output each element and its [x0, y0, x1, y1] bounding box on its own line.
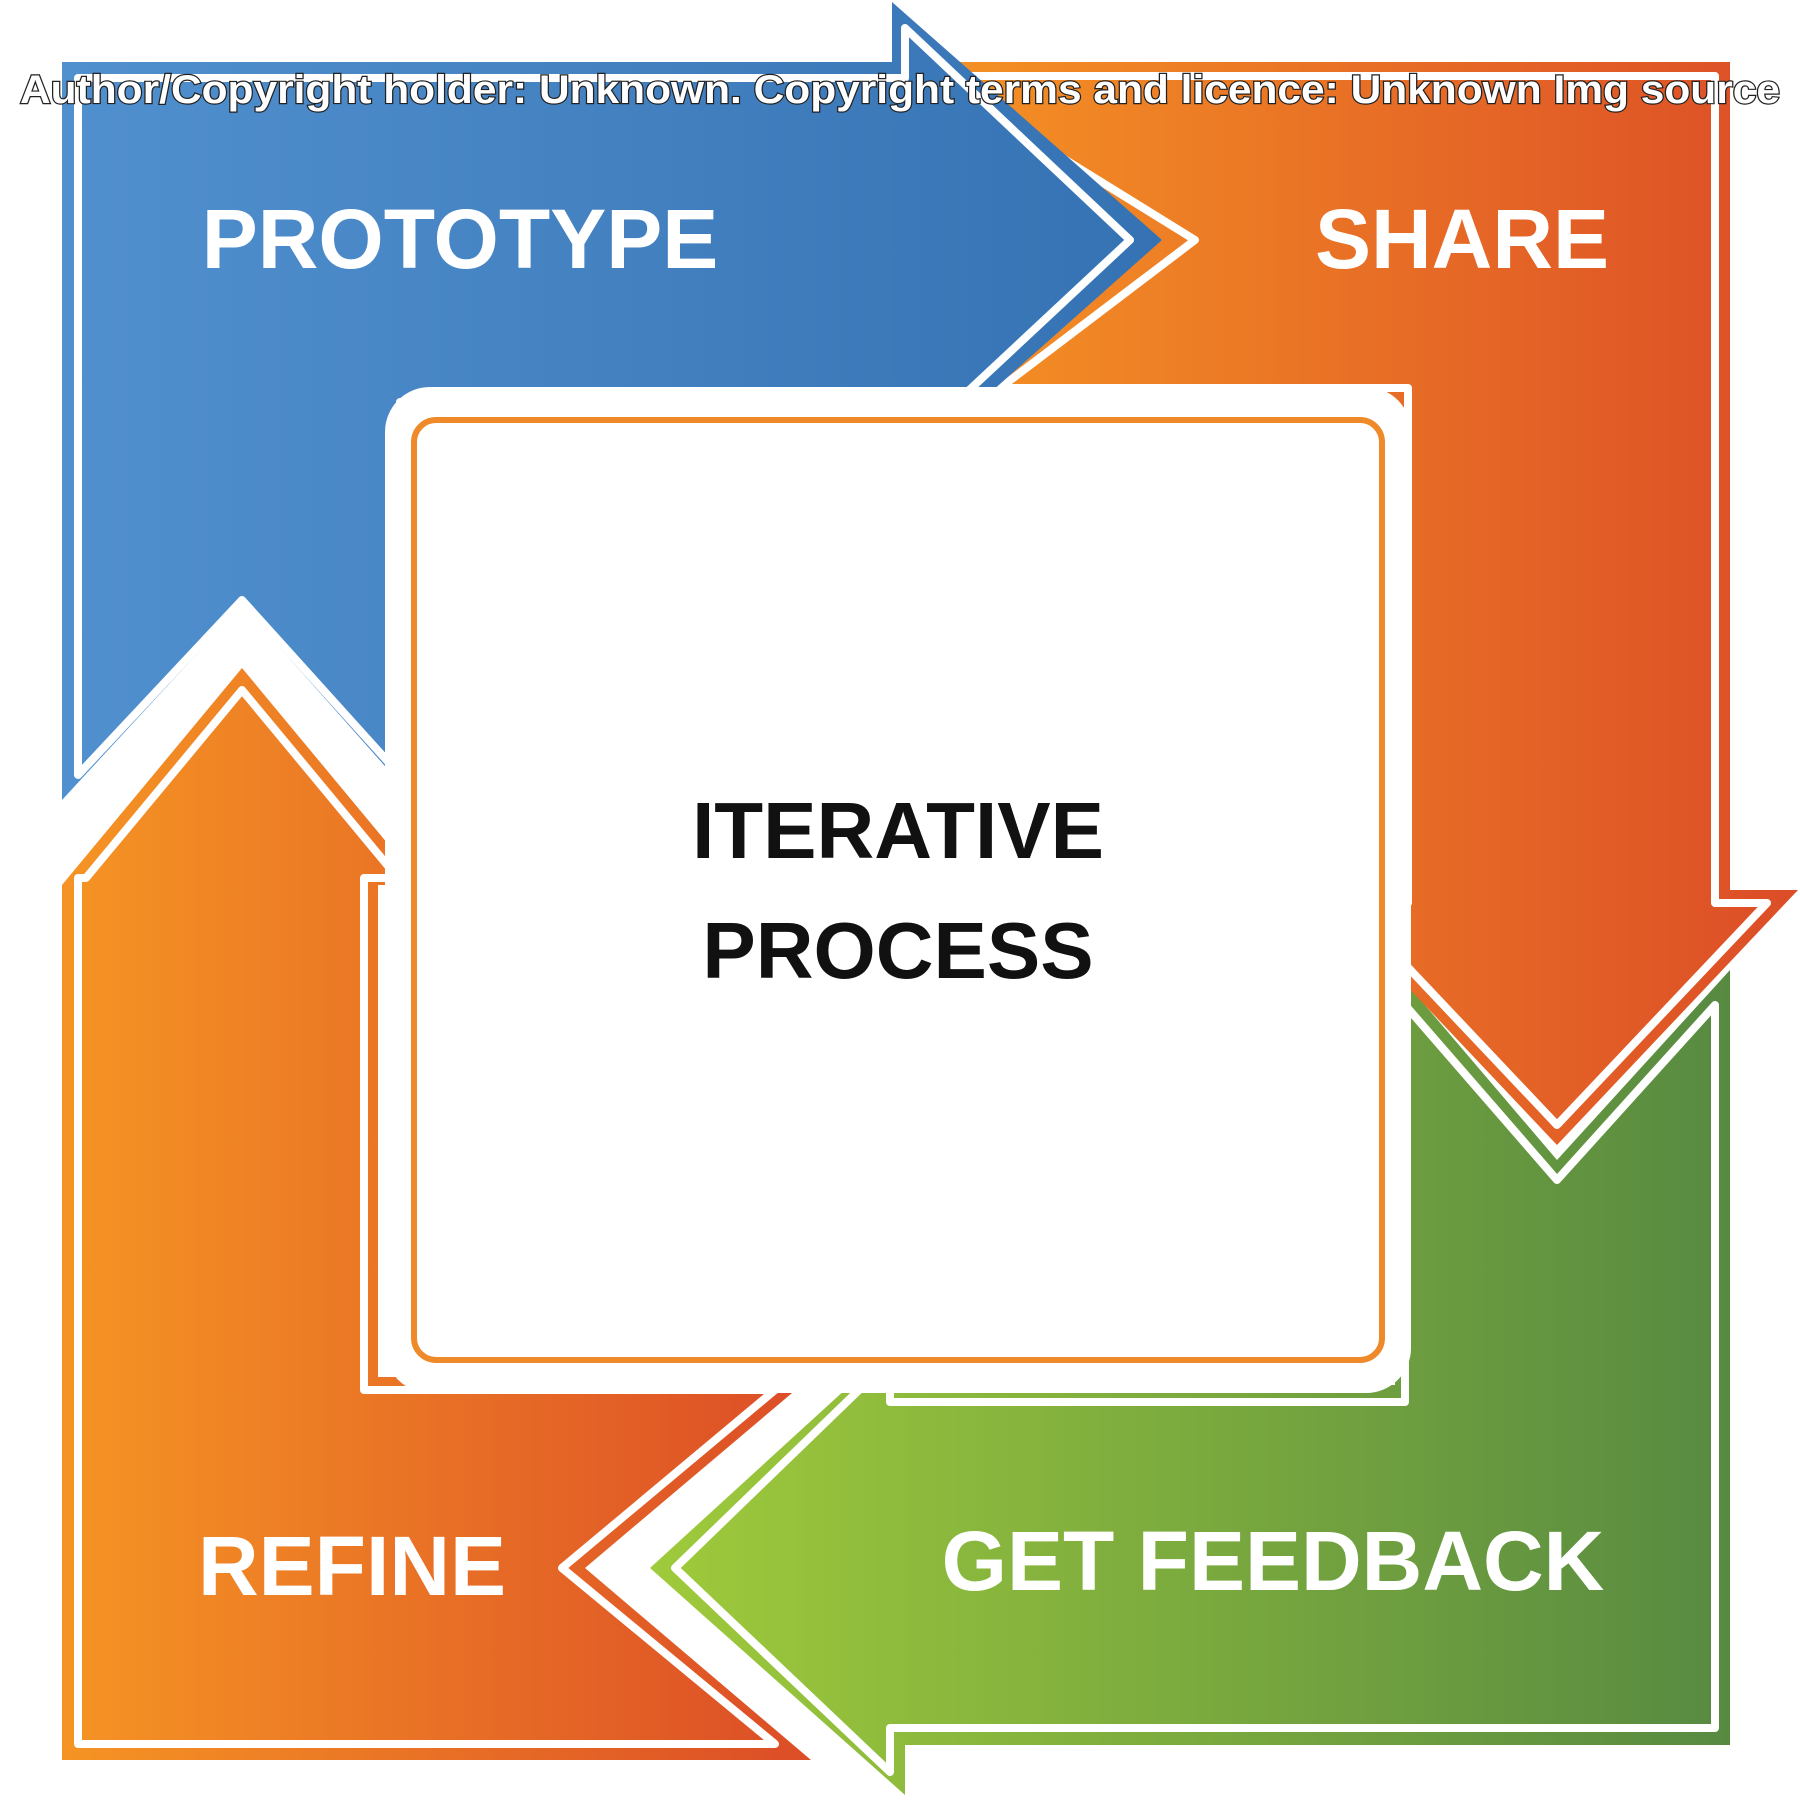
- get-feedback-arrow-outline: [671, 1001, 1719, 1776]
- get-feedback-arrow: [650, 970, 1730, 1795]
- center-title-line1: ITERATIVE: [692, 786, 1104, 875]
- center-box: [385, 387, 1411, 1393]
- prototype-label: PROTOTYPE: [202, 192, 719, 286]
- refine-arrow-shape: [62, 668, 811, 1760]
- get-feedback-arrow-shape: [650, 970, 1730, 1795]
- share-arrow-shape: [905, 40, 1798, 1145]
- copyright-watermark: Author/Copyright holder: Unknown. Copyri…: [20, 68, 1780, 112]
- share-label: SHARE: [1315, 192, 1609, 286]
- refine-label: REFINE: [198, 1519, 506, 1613]
- center-title-line2: PROCESS: [702, 906, 1093, 995]
- get-feedback-label: GET FEEDBACK: [942, 1514, 1605, 1608]
